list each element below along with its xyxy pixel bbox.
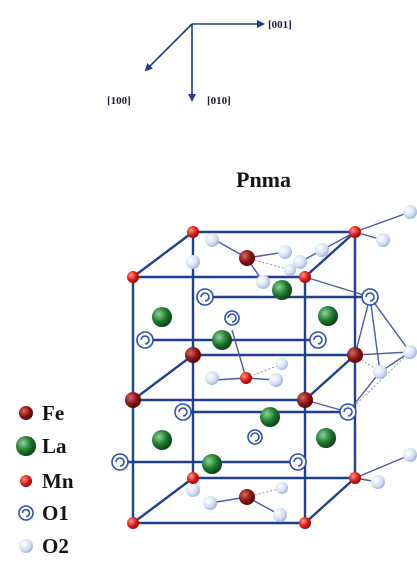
la-atom [152, 307, 172, 327]
legend: Fe La Mn O1 O2 [16, 401, 74, 558]
fe-atoms [125, 250, 363, 505]
bond [354, 211, 411, 233]
o2-atom [276, 358, 288, 370]
cell-edge [132, 231, 194, 278]
la-atom [202, 454, 222, 474]
o2-atom [276, 482, 288, 494]
cell-edge [132, 354, 194, 401]
o1-atom [111, 453, 129, 471]
bond [304, 276, 371, 298]
o1-atom [196, 288, 214, 306]
o2-atom [315, 243, 329, 257]
mn-atom [349, 226, 361, 238]
mn-atom [240, 372, 252, 384]
o2-atom [403, 205, 417, 219]
o1-atom [289, 453, 307, 471]
o2-atom [186, 255, 200, 269]
o1-atom [136, 331, 154, 349]
o1-ring-icon [18, 505, 34, 521]
fe-atom [239, 489, 255, 505]
o1-atom [309, 331, 327, 349]
la-atom [152, 430, 172, 450]
unit-cell-frame [120, 211, 411, 525]
o1-atom [339, 403, 357, 421]
fe-sphere-icon [19, 406, 33, 420]
mn-atom [349, 472, 361, 484]
bond [354, 296, 371, 356]
la-atom [316, 428, 336, 448]
dotted-bond [245, 363, 283, 379]
la-atom [260, 407, 280, 427]
o2-atom [269, 373, 283, 387]
o1-atom [224, 310, 240, 326]
axis-100-arrow [144, 23, 193, 72]
o2-atom [205, 233, 219, 247]
legend-item-o2: O2 [19, 534, 69, 558]
la-atom [318, 306, 338, 326]
mn-atom [299, 271, 311, 283]
bond [231, 329, 247, 379]
fe-atom [125, 392, 141, 408]
o2-atom [256, 275, 270, 289]
o2-atom [205, 371, 219, 385]
axis-010-label: [010] [207, 95, 231, 107]
la-atoms [152, 280, 338, 474]
mn-sphere-icon [20, 475, 32, 487]
o2-atom [273, 508, 287, 522]
orientation-axes: [001] [100] [010] [107, 19, 292, 107]
o2-atom [403, 345, 417, 359]
cell-edge [304, 354, 356, 401]
mn-atom [187, 472, 199, 484]
o2-atom [403, 448, 417, 462]
legend-item-mn: Mn [20, 469, 74, 493]
fe-atom [297, 392, 313, 408]
bond [369, 296, 411, 353]
legend-label: Fe [42, 401, 64, 425]
axis-001-label: [001] [268, 19, 292, 31]
cell-edge [304, 231, 356, 278]
dotted-bond [246, 257, 291, 271]
fe-atom [347, 347, 363, 363]
axis-100-label: [100] [107, 95, 131, 107]
bond [369, 296, 381, 373]
o1-atom [174, 403, 192, 421]
la-atom [272, 280, 292, 300]
o2-atom [278, 245, 292, 259]
la-sphere-icon [16, 436, 36, 456]
legend-label: La [42, 434, 67, 458]
space-group-title: Pnma [236, 167, 291, 192]
o2-atom [376, 233, 390, 247]
o2-atoms [186, 205, 417, 522]
bond [354, 351, 411, 356]
o2-atom [284, 264, 296, 276]
legend-item-fe: Fe [19, 401, 64, 425]
o2-sphere-icon [19, 539, 33, 553]
la-atom [212, 330, 232, 350]
mn-atom [187, 226, 199, 238]
o2-atom [371, 475, 385, 489]
o2-atom [203, 496, 217, 510]
o1-atom [361, 288, 379, 306]
mn-atom [127, 271, 139, 283]
o2-atom [293, 255, 307, 269]
legend-label: Mn [42, 469, 74, 493]
mn-atom [127, 517, 139, 529]
o2-atom [186, 483, 200, 497]
bond [354, 454, 411, 479]
fe-atom [239, 250, 255, 266]
mn-atom [299, 517, 311, 529]
legend-item-o1: O1 [18, 501, 69, 525]
fe-atom [185, 347, 201, 363]
mn-atoms [127, 226, 361, 529]
cell-edge [304, 477, 356, 524]
cell-edge [132, 477, 194, 524]
o2-atom [373, 365, 387, 379]
legend-label: O1 [42, 501, 69, 525]
legend-item-la: La [16, 434, 67, 458]
o1-atoms [111, 288, 379, 471]
legend-label: O2 [42, 534, 69, 558]
o1-atom [247, 429, 263, 445]
